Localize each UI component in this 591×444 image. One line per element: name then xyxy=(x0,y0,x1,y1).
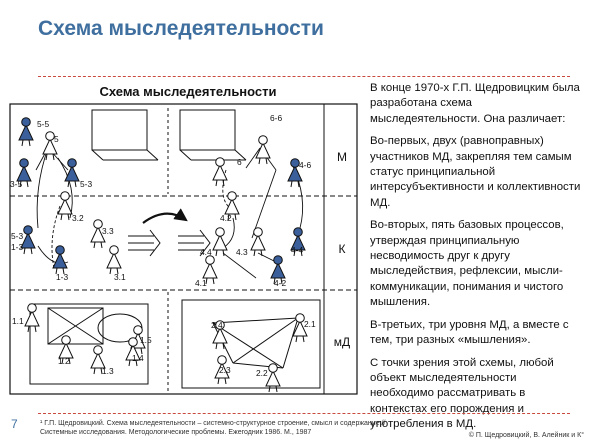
node-label: 5-3 xyxy=(80,179,92,189)
level-label-m: М xyxy=(337,150,347,164)
footnote: ¹ Г.П. Щедровицкий. Схема мыследеятельно… xyxy=(40,420,386,436)
node-label: 1.3 xyxy=(102,366,114,376)
diagram-title: Схема мыследеятельности xyxy=(99,84,276,99)
node-label: 1-3 xyxy=(56,272,68,282)
slide-number: 7 xyxy=(11,417,18,431)
node-label: 3.3 xyxy=(102,226,114,236)
node-label: 4.1 xyxy=(195,278,207,288)
bottom-right-panel xyxy=(181,299,321,389)
node-label: 1.2 xyxy=(58,356,70,366)
node-label: 4.4 xyxy=(200,247,212,257)
node-label: 5-5 xyxy=(37,119,49,129)
diagram-frame xyxy=(9,103,358,395)
explanation-text: В конце 1970-х Г.П. Щедровицким была раз… xyxy=(370,81,582,440)
node-label: 1.5 xyxy=(140,335,152,345)
double-arrow-left xyxy=(128,229,161,257)
top-divider xyxy=(38,76,570,77)
node-label: 6-6 xyxy=(270,113,282,123)
node-label: 3.2 xyxy=(72,213,84,223)
node-label: 4-4 xyxy=(291,245,303,255)
node-label: 1.4 xyxy=(132,353,144,363)
board-left xyxy=(91,109,148,151)
node-label: 1-3 xyxy=(11,242,23,252)
bottom-divider xyxy=(38,413,570,414)
slide-title: Схема мыследеятельности xyxy=(38,17,324,40)
node-label: 6 xyxy=(237,157,242,167)
level-label-md: мД xyxy=(334,335,350,349)
node-label: 2.1 xyxy=(304,319,316,329)
node-label: 4.3 xyxy=(236,247,248,257)
node-label: 5-3 xyxy=(11,231,23,241)
node-label: 4-2 xyxy=(274,278,286,288)
paragraph-first: Во-первых, двух (равноправных) участнико… xyxy=(370,135,581,209)
curved-arrow xyxy=(142,208,188,224)
node-label: 1.1 xyxy=(12,316,24,326)
node-label: 5 xyxy=(54,134,59,144)
paragraph-intro: В конце 1970-х Г.П. Щедровицким была раз… xyxy=(370,82,580,125)
node-label: 2.3 xyxy=(219,365,231,375)
board-right xyxy=(179,109,236,151)
node-label: 2.4 xyxy=(211,320,223,330)
level-label-k: К xyxy=(339,242,346,256)
paragraph-second: Во-вторых, пять базовых процессов, утвер… xyxy=(370,219,564,309)
node-label: 2.2 xyxy=(256,368,268,378)
node-label: 3-5 xyxy=(10,179,22,189)
thought-activity-diagram: Схема мыследеятельности М К мД xyxy=(9,84,358,395)
copyright: © П. Щедровицкий, В. Алейник и К° xyxy=(468,432,584,439)
node-label: 4.2 xyxy=(220,213,232,223)
double-arrow-right xyxy=(178,229,211,257)
bottom-left-panel xyxy=(29,303,149,385)
node-label: 4-6 xyxy=(299,160,311,170)
paragraph-conclusion: С точки зрения этой схемы, любой объект … xyxy=(370,356,554,431)
paragraph-third: В-третьих, три уровня МД, а вместе с тем… xyxy=(370,318,569,347)
node-label: 3.1 xyxy=(114,272,126,282)
